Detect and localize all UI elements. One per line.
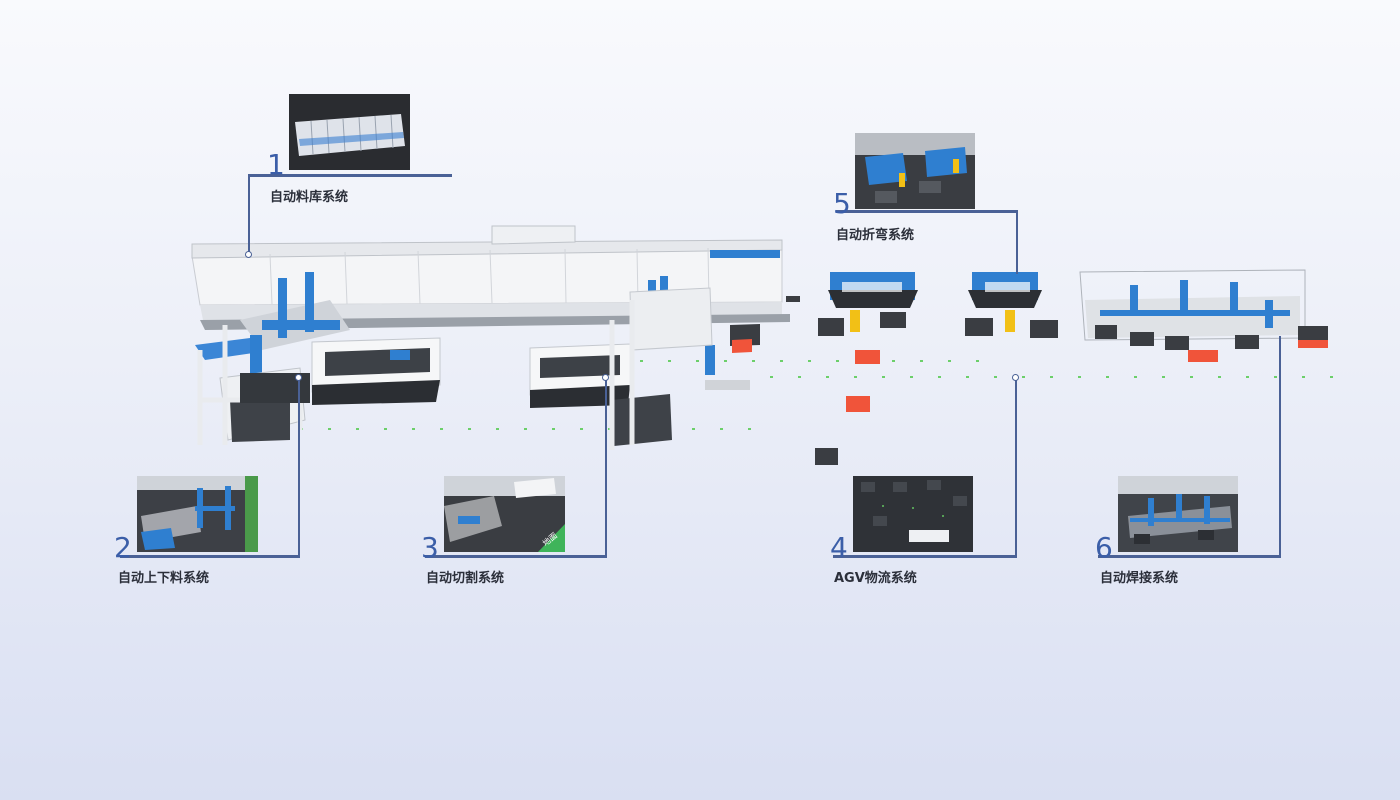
station-label-3: 自动切割系统 — [426, 571, 505, 586]
thumbnail-welding-system — [1118, 476, 1238, 552]
station-number-6: 6 — [1095, 531, 1113, 564]
callout-line-3-vertical — [605, 380, 607, 556]
welding-cell — [1079, 269, 1328, 362]
storage-rack-machine — [191, 225, 800, 330]
thumbnail-cutting-system: 地面 — [444, 476, 565, 552]
callout-line-3-horizontal — [425, 555, 607, 558]
station-number-2: 2 — [114, 531, 132, 564]
press-brake-cell-2 — [965, 272, 1058, 338]
callout-line-6-vertical — [1279, 336, 1281, 556]
callout-dot-3 — [602, 374, 609, 381]
station-label-6: 自动焊接系统 — [1100, 571, 1179, 586]
callout-line-6-horizontal — [1098, 555, 1281, 558]
callout-dot-1 — [245, 251, 252, 258]
callout-line-2-horizontal — [120, 555, 300, 558]
station-number-5: 5 — [833, 187, 851, 220]
callout-line-4-horizontal — [833, 555, 1017, 558]
thumbnail-storage-system — [289, 94, 410, 170]
callout-line-1-vertical — [248, 176, 250, 254]
press-brake-cell-1 — [818, 272, 918, 336]
laser-cutter-1 — [240, 337, 441, 405]
thumbnail-bending-system — [855, 133, 975, 209]
station-label-4: AGV物流系统 — [834, 571, 917, 586]
station-label-1: 自动料库系统 — [270, 190, 349, 205]
station-label-2: 自动上下料系统 — [118, 571, 210, 586]
station-number-4: 4 — [830, 531, 848, 564]
station-number-1: 1 — [267, 148, 285, 181]
callout-dot-2 — [295, 374, 302, 381]
thumbnail-agv-system — [853, 476, 973, 552]
thumbnail-loading-system — [137, 476, 258, 552]
callout-line-1-horizontal — [248, 174, 452, 177]
callout-line-5-horizontal — [836, 210, 1018, 213]
loading-unloading-machine — [195, 272, 350, 445]
callout-line-4-vertical — [1015, 380, 1017, 556]
agv-vehicles — [815, 350, 880, 465]
station-label-5: 自动折弯系统 — [836, 228, 915, 243]
callout-dot-4 — [1012, 374, 1019, 381]
callout-line-2-vertical — [298, 380, 300, 556]
callout-line-5-vertical — [1016, 212, 1018, 274]
floor-guide-markers — [300, 360, 1333, 430]
station-number-3: 3 — [421, 531, 439, 564]
